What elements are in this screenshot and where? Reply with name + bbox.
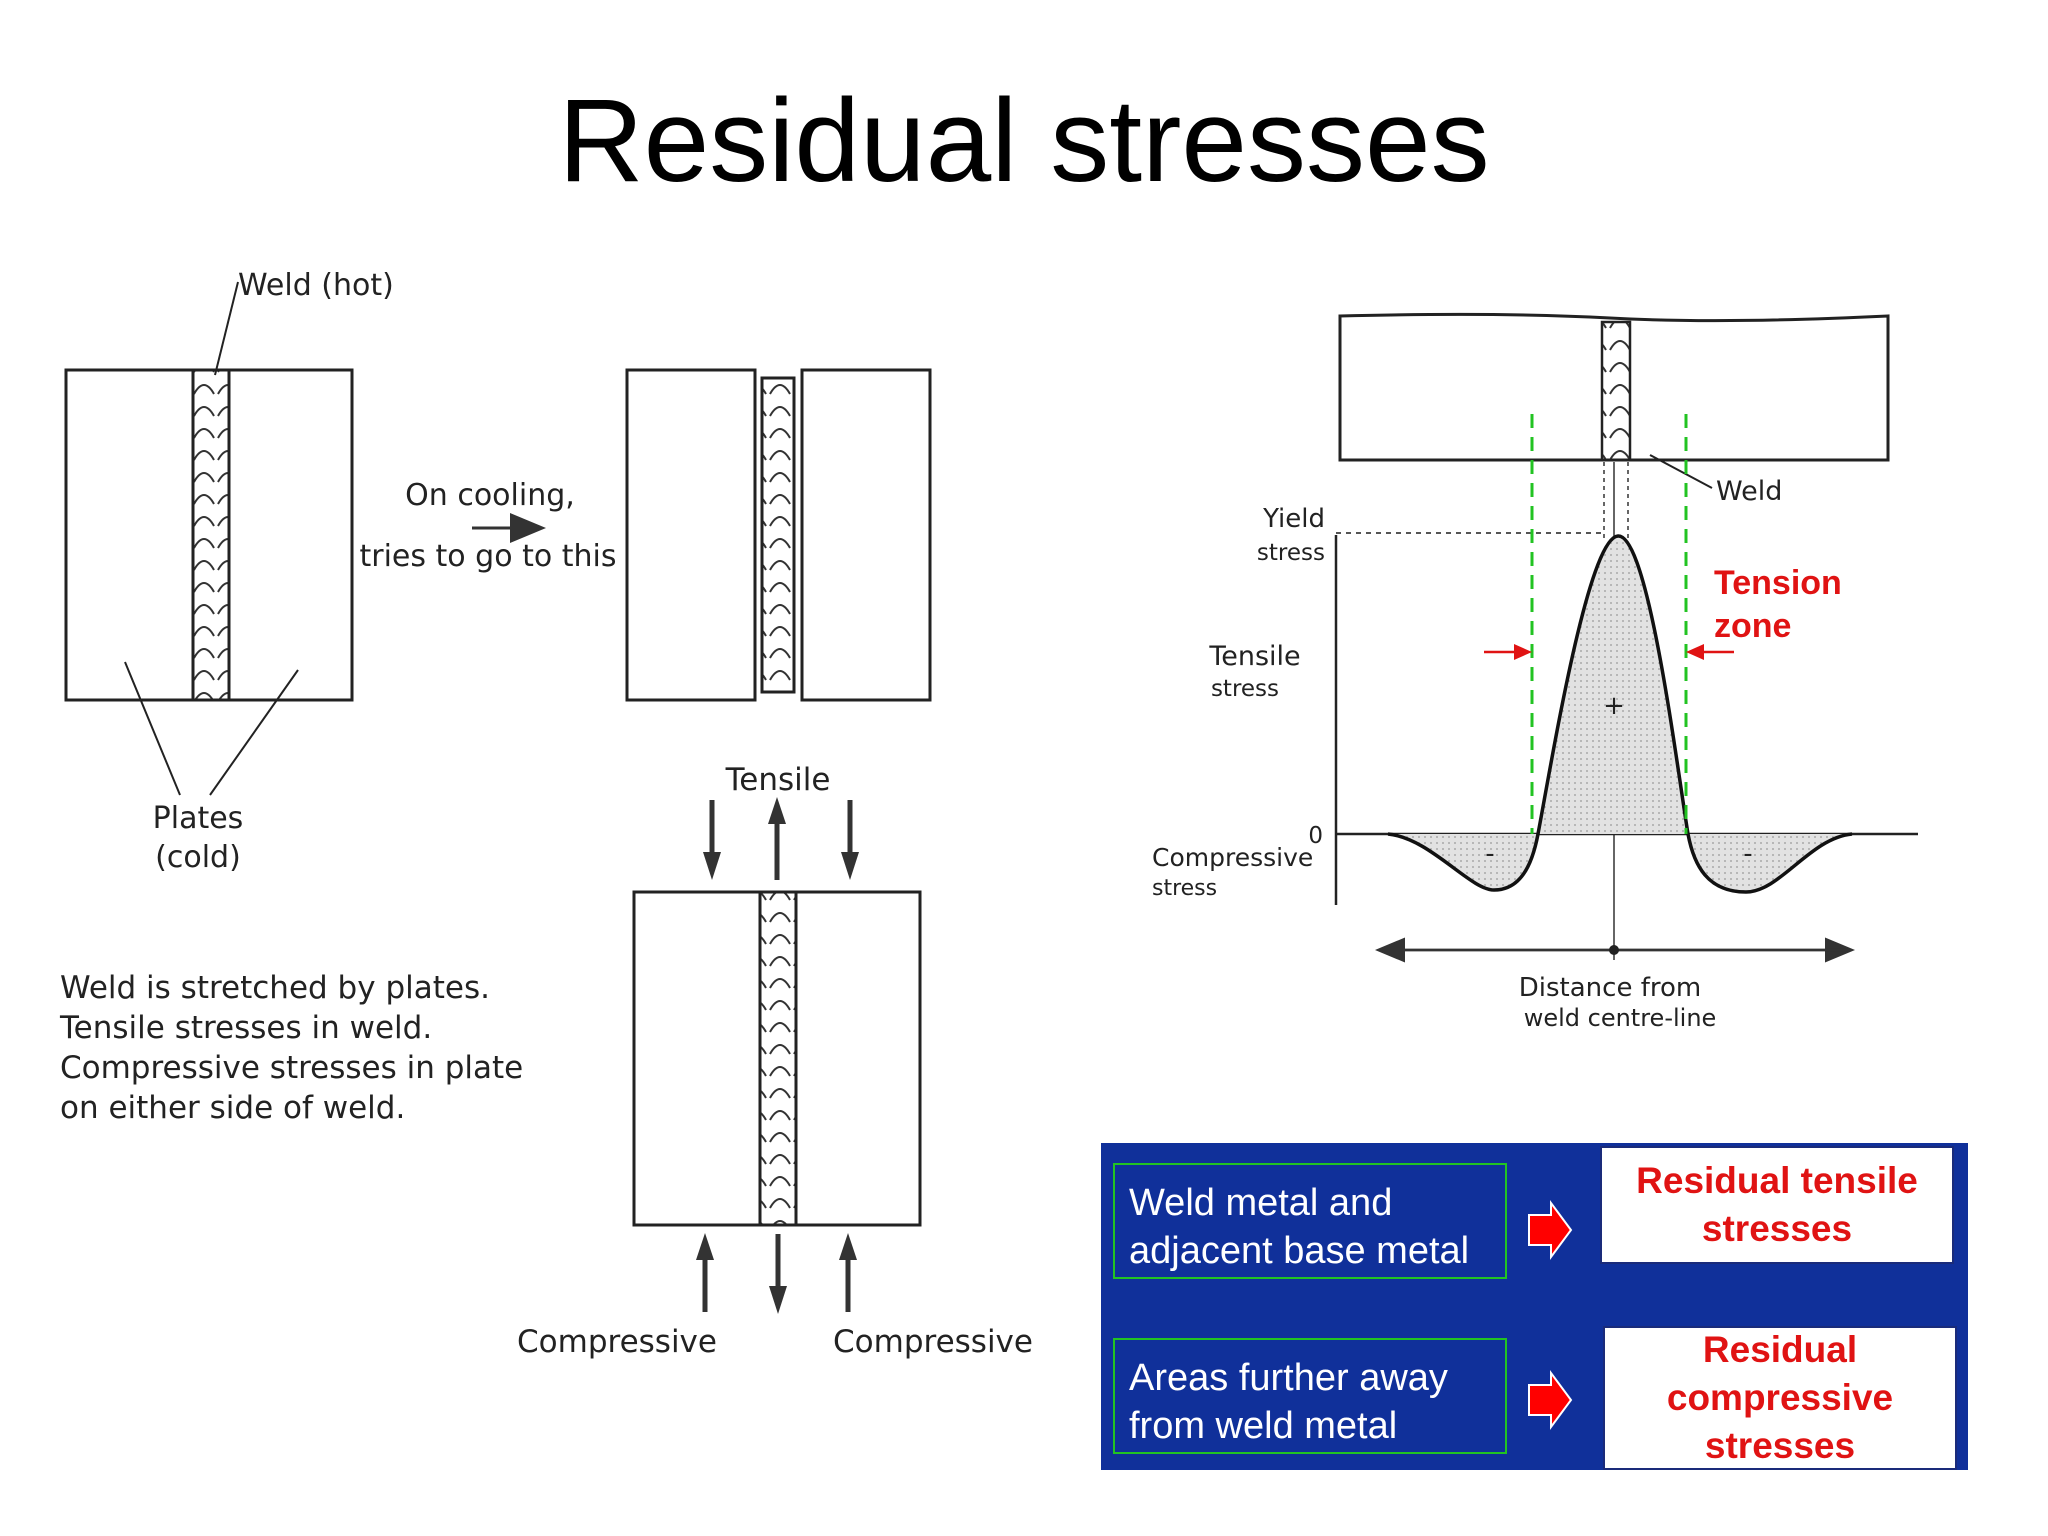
distance-unit-label: weld centre-line <box>1524 1004 1717 1032</box>
zero-label: 0 <box>1308 823 1323 849</box>
tensile-stress-label: Tensile <box>1208 641 1300 672</box>
stress-arrows <box>696 797 859 1314</box>
note-line: on either side of weld. <box>60 1090 406 1126</box>
minus-sign-left: - <box>1485 839 1494 869</box>
compressive-stress-label: Compressive <box>1152 843 1313 872</box>
compressive-stress-unit-label: stress <box>1152 876 1217 901</box>
row1-source-box: Weld metal and adjacent base metal <box>1113 1163 1507 1279</box>
yield-stress-label: stress <box>1257 540 1325 566</box>
note-line: Weld is stretched by plates. <box>60 970 490 1006</box>
plate-top-view <box>1338 312 1890 489</box>
hot-plate-assembly <box>64 281 354 796</box>
row2-result-box: Residual compressive stresses <box>1603 1326 1957 1470</box>
free-shrink-assembly <box>625 368 932 702</box>
tensile-stress-unit-label: stress <box>1211 676 1279 702</box>
explanation-note: Weld is stretched by plates. Tensile str… <box>60 968 523 1128</box>
row2-source-box: Areas further away from weld metal <box>1113 1338 1507 1454</box>
slide-title: Residual stresses <box>558 75 1490 207</box>
restrained-assembly <box>632 890 922 1227</box>
plates-label: Plates <box>153 801 244 836</box>
distance-label: Distance from <box>1519 973 1701 1003</box>
yield-label: Yield <box>1262 504 1325 534</box>
row1-arrow-icon <box>1528 1199 1573 1261</box>
stress-curve <box>1387 534 1853 894</box>
minus-sign-right: - <box>1743 839 1752 869</box>
tensile-label: Tensile <box>725 762 831 798</box>
row2-arrow-icon <box>1528 1369 1573 1431</box>
tension-zone-label-2: zone <box>1714 607 1791 645</box>
note-line: Compressive stresses in plate <box>60 1050 524 1086</box>
compressive-left-label: Compressive <box>517 1324 717 1360</box>
tension-zone-label: Tension <box>1714 564 1842 602</box>
cooling-target-label: tries to go to this <box>359 539 616 574</box>
note-line: Tensile stresses in weld. <box>60 1010 433 1046</box>
plates-cold-label: (cold) <box>155 840 241 875</box>
plus-sign: + <box>1603 691 1625 721</box>
weld-label: Weld <box>1716 476 1782 507</box>
compressive-right-label: Compressive <box>833 1324 1033 1360</box>
stress-plot <box>1334 414 1918 963</box>
cooling-label: On cooling, <box>405 478 575 513</box>
row1-result-box: Residual tensile stresses <box>1600 1146 1954 1264</box>
summary-panel: Weld metal and adjacent base metal Resid… <box>1101 1143 1968 1470</box>
weld-hot-label: Weld (hot) <box>238 268 394 303</box>
